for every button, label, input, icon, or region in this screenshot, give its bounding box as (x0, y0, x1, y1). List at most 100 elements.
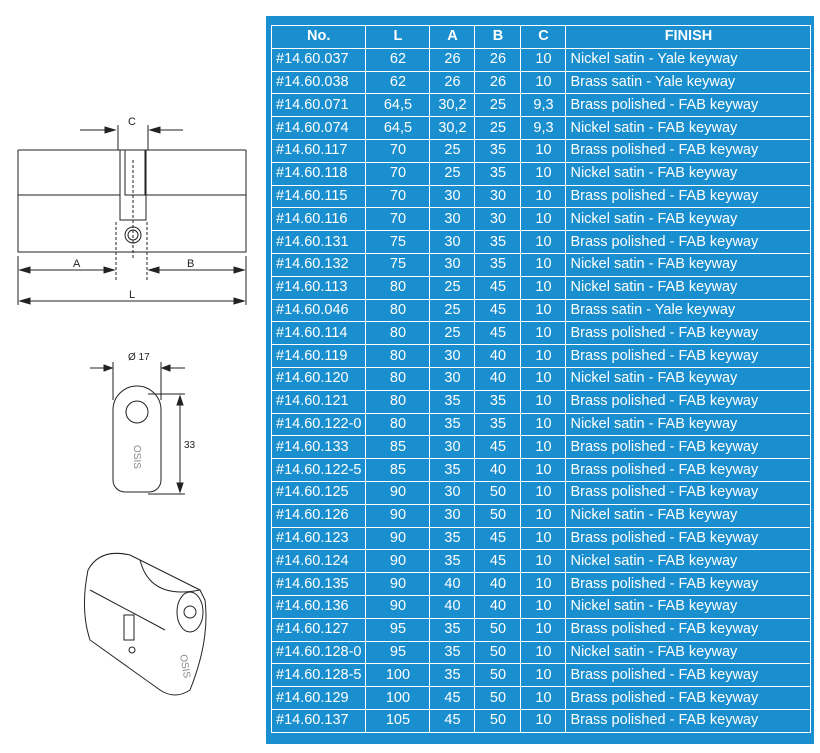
cell-no: #14.60.123 (270, 526, 367, 551)
cell-no: #14.60.124 (270, 549, 367, 574)
cell-c: 10 (520, 366, 567, 391)
cell-b: 40 (474, 572, 522, 596)
cell-no: #14.60.135 (270, 572, 367, 596)
cell-a: 25 (429, 138, 476, 163)
cell-b: 30 (474, 207, 522, 232)
cell-l: 90 (365, 572, 431, 596)
cell-l: 64,5 (365, 93, 431, 118)
cell-no: #14.60.119 (270, 344, 367, 368)
cell-c: 10 (520, 184, 567, 209)
cell-c: 10 (520, 640, 567, 665)
cell-c: 10 (520, 230, 567, 254)
cell-l: 80 (365, 389, 431, 414)
cell-c: 10 (520, 686, 567, 710)
cell-c: 10 (520, 663, 567, 688)
cell-b: 45 (474, 549, 522, 574)
cell-b: 45 (474, 526, 522, 551)
cell-a: 30 (429, 480, 476, 505)
cell-c: 10 (520, 594, 567, 619)
cell-a: 35 (429, 549, 476, 574)
cell-l: 85 (365, 435, 431, 460)
cell-c: 9,3 (520, 93, 567, 118)
cell-c: 10 (520, 207, 567, 232)
cell-no: #14.60.118 (270, 161, 367, 186)
cell-b: 35 (474, 161, 522, 186)
dim-b-label: B (187, 258, 194, 270)
cell-finish: Brass polished - FAB keyway (565, 230, 812, 254)
cell-l: 90 (365, 549, 431, 574)
cell-finish: Brass polished - FAB keyway (565, 138, 812, 163)
cell-finish: Brass satin - Yale keyway (565, 70, 812, 95)
cell-finish: Nickel satin - FAB keyway (565, 640, 812, 665)
cell-c: 9,3 (520, 116, 567, 140)
cell-no: #14.60.126 (270, 503, 367, 528)
cell-l: 75 (365, 230, 431, 254)
cell-a: 35 (429, 389, 476, 414)
cell-no: #14.60.113 (270, 275, 367, 300)
cell-l: 95 (365, 617, 431, 642)
cell-l: 100 (365, 663, 431, 688)
cell-a: 30,2 (429, 93, 476, 118)
cell-a: 30 (429, 207, 476, 232)
cell-c: 10 (520, 161, 567, 186)
cell-b: 35 (474, 230, 522, 254)
cell-b: 50 (474, 708, 522, 733)
cell-b: 35 (474, 389, 522, 414)
cell-c: 10 (520, 708, 567, 733)
header-b: B (474, 25, 522, 49)
cell-l: 90 (365, 594, 431, 619)
cell-a: 30 (429, 252, 476, 277)
cell-c: 10 (520, 70, 567, 95)
cell-finish: Nickel satin - FAB keyway (565, 275, 812, 300)
cell-l: 90 (365, 503, 431, 528)
side-view-diagram: C A B L (17, 116, 247, 305)
cell-b: 45 (474, 298, 522, 323)
cell-c: 10 (520, 298, 567, 323)
cell-no: #14.60.127 (270, 617, 367, 642)
diameter-label: Ø 17 (128, 352, 150, 363)
cell-finish: Brass polished - FAB keyway (565, 184, 812, 209)
cell-b: 30 (474, 184, 522, 209)
cell-finish: Nickel satin - FAB keyway (565, 503, 812, 528)
cell-b: 40 (474, 344, 522, 368)
header-finish: FINISH (565, 25, 812, 49)
cell-a: 30 (429, 503, 476, 528)
cell-no: #14.60.116 (270, 207, 367, 232)
cell-b: 35 (474, 252, 522, 277)
cell-a: 35 (429, 640, 476, 665)
cell-a: 35 (429, 526, 476, 551)
cell-a: 30 (429, 366, 476, 391)
perspective-view-diagram: OSIS (83, 552, 207, 696)
cell-a: 25 (429, 161, 476, 186)
cell-no: #14.60.128-0 (270, 640, 367, 665)
cell-b: 50 (474, 480, 522, 505)
cell-b: 26 (474, 70, 522, 95)
cell-l: 70 (365, 184, 431, 209)
cell-b: 50 (474, 503, 522, 528)
cell-finish: Nickel satin - FAB keyway (565, 252, 812, 277)
cell-finish: Nickel satin - FAB keyway (565, 161, 812, 186)
cell-a: 25 (429, 321, 476, 346)
cell-b: 50 (474, 663, 522, 688)
cell-l: 80 (365, 298, 431, 323)
cell-l: 80 (365, 321, 431, 346)
cell-no: #14.60.131 (270, 230, 367, 254)
cell-l: 75 (365, 252, 431, 277)
brand-logo: OSIS (177, 654, 192, 680)
cell-finish: Brass polished - FAB keyway (565, 663, 812, 688)
front-view-diagram: Ø 17 33 OSIS (90, 352, 196, 495)
cell-c: 10 (520, 412, 567, 437)
